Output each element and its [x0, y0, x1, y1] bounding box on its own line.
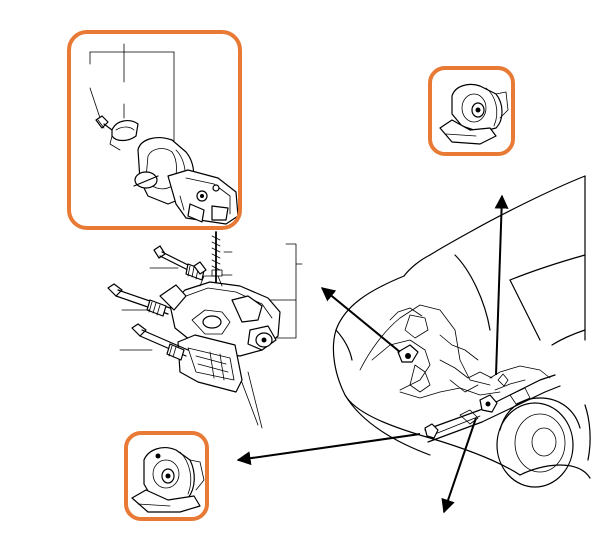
bolt-1: [153, 245, 205, 281]
pointer-arrows: [236, 194, 509, 514]
right-mount-highlight-frame: [428, 66, 515, 156]
exploded-mount-assembly: [107, 231, 303, 393]
rear-mount-highlight-frame: [67, 30, 242, 230]
right-mount-detail: [428, 66, 515, 156]
bolt-3: [131, 323, 189, 361]
vehicle-body: [332, 175, 591, 488]
bolt-2: [107, 283, 187, 317]
arrow-to-rear-mount: [320, 287, 401, 353]
arrow-to-front-mount: [236, 433, 421, 466]
rear-mount-detail: [67, 30, 242, 230]
arrow-to-bottom: [441, 417, 477, 514]
front-mount-detail: [124, 431, 209, 521]
front-mount-highlight-frame: [124, 431, 209, 521]
engine-bay: [359, 304, 561, 443]
arrow-to-right-mount: [494, 194, 509, 376]
